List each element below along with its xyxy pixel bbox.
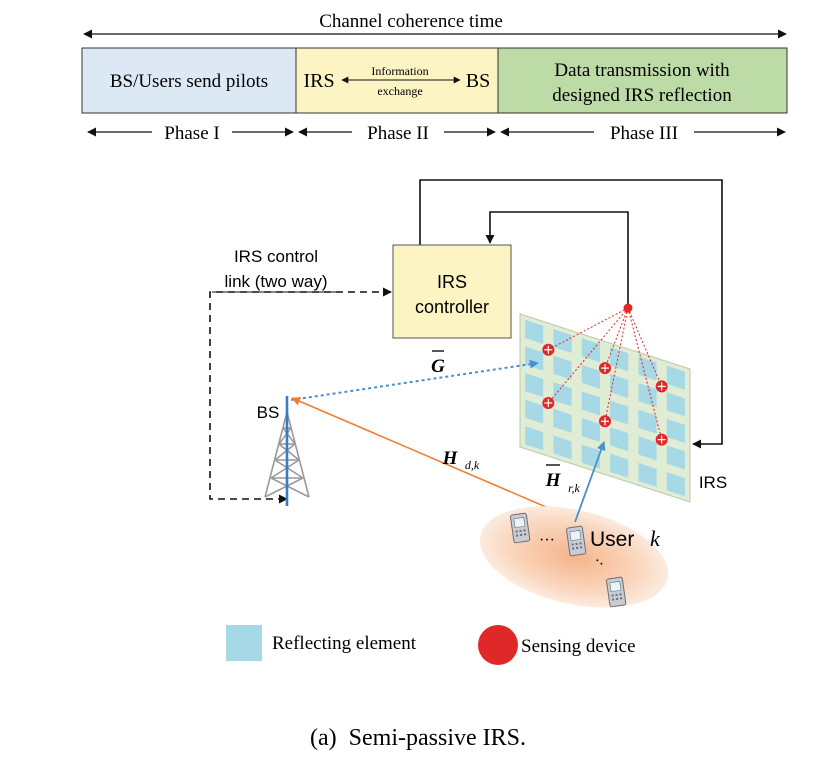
information-label: Information (371, 64, 428, 78)
sensor-hub (623, 303, 633, 313)
bs-label: BS (257, 403, 280, 422)
sensor-lines (547, 307, 663, 440)
reflecting-element (581, 391, 600, 416)
channel-g-label: G (431, 350, 445, 377)
channel-hd-symbol: H (442, 448, 459, 469)
reflecting-element (581, 418, 600, 442)
user-dots: ··· (539, 532, 555, 549)
irs-control-link (209, 287, 392, 504)
reflecting-element (638, 436, 657, 461)
reflecting-element (638, 462, 657, 487)
sensing-device (599, 415, 611, 428)
reflecting-element (610, 427, 629, 452)
user-phone-icon (606, 576, 627, 608)
scene: IRS controller IRS control link (two way… (209, 179, 727, 608)
control-link-line1: IRS control (234, 247, 318, 266)
reflecting-element (610, 374, 629, 398)
channel-g-symbol: G (431, 356, 445, 377)
legend-reflecting-swatch (226, 625, 262, 661)
reflecting-element (638, 409, 657, 434)
figure-caption: (a) Semi-passive IRS. (310, 725, 526, 751)
phase2-bs-text: BS (466, 70, 490, 92)
channel-hd-arrow (291, 397, 568, 517)
reflecting-element (666, 445, 685, 470)
exchange-label: exchange (377, 84, 422, 98)
phase3-box (497, 47, 788, 114)
legend-reflecting-label: Reflecting element (272, 633, 417, 654)
irs-label: IRS (699, 473, 727, 492)
reflecting-element (525, 319, 544, 344)
reflecting-element (610, 347, 629, 372)
reflecting-element (638, 356, 657, 381)
user-phone-icon (510, 512, 531, 544)
sensing-device (599, 362, 611, 375)
sensing-device (655, 380, 668, 393)
phase2-irs-text: IRS (303, 70, 334, 92)
phase3-text-line1: Data transmission with (554, 60, 730, 81)
phase3-text-line2: designed IRS reflection (552, 85, 732, 106)
legend: Reflecting element Sensing device (226, 625, 636, 665)
channel-hd-subscript: d,k (465, 458, 480, 472)
reflecting-element (666, 472, 685, 497)
irs-controller-box (392, 244, 512, 339)
phase1-text: BS/Users send pilots (110, 71, 268, 92)
channel-hr-subscript: r,k (568, 481, 580, 495)
channel-hr-label: H r,k (545, 464, 581, 495)
sensing-device (542, 343, 555, 356)
channel-hr-arrow (574, 441, 606, 523)
reflecting-element (581, 444, 600, 469)
sensor-feedback-loop-inner (485, 211, 629, 306)
phase3-label: Phase III (610, 123, 678, 144)
irs-controller-line1: IRS (437, 272, 467, 292)
user-label: User (590, 528, 634, 551)
irs-feedback-loop-outer (419, 179, 723, 449)
coherence-time-label: Channel coherence time (319, 11, 503, 32)
sensor-link-line (627, 307, 663, 440)
sensor-link-line (547, 307, 629, 404)
channel-g-arrow (290, 359, 539, 401)
sensor-link-line (548, 307, 629, 351)
legend-sensing-label: Sensing device (521, 636, 636, 657)
sensing-device (542, 396, 555, 409)
sensing-device (655, 433, 668, 446)
reflecting-element (553, 355, 572, 380)
phase1-box (81, 47, 297, 114)
user-phone-icon (566, 525, 587, 557)
channel-hr-symbol: H (545, 470, 562, 491)
user-cluster (479, 506, 669, 608)
reflecting-element (581, 364, 600, 389)
reflecting-element (610, 400, 629, 425)
user-index: k (650, 526, 661, 551)
phase1-label: Phase I (164, 123, 219, 144)
timeline: Channel coherence time BS/Users send pil… (81, 11, 788, 144)
reflecting-element (581, 338, 600, 363)
sensor-link-line (604, 307, 629, 422)
reflecting-element (666, 418, 685, 443)
reflecting-element (666, 392, 685, 417)
control-link-line2: link (two way) (225, 272, 328, 291)
reflecting-element (610, 453, 629, 478)
sensor-link-line (604, 307, 629, 369)
channel-hd-label: H d,k (442, 448, 480, 472)
reflecting-element (666, 365, 685, 390)
reflecting-element (525, 373, 544, 398)
reflecting-element (553, 329, 572, 354)
phase2-label: Phase II (367, 123, 429, 144)
irs-controller-line2: controller (415, 297, 489, 317)
legend-sensing-swatch (478, 625, 518, 665)
